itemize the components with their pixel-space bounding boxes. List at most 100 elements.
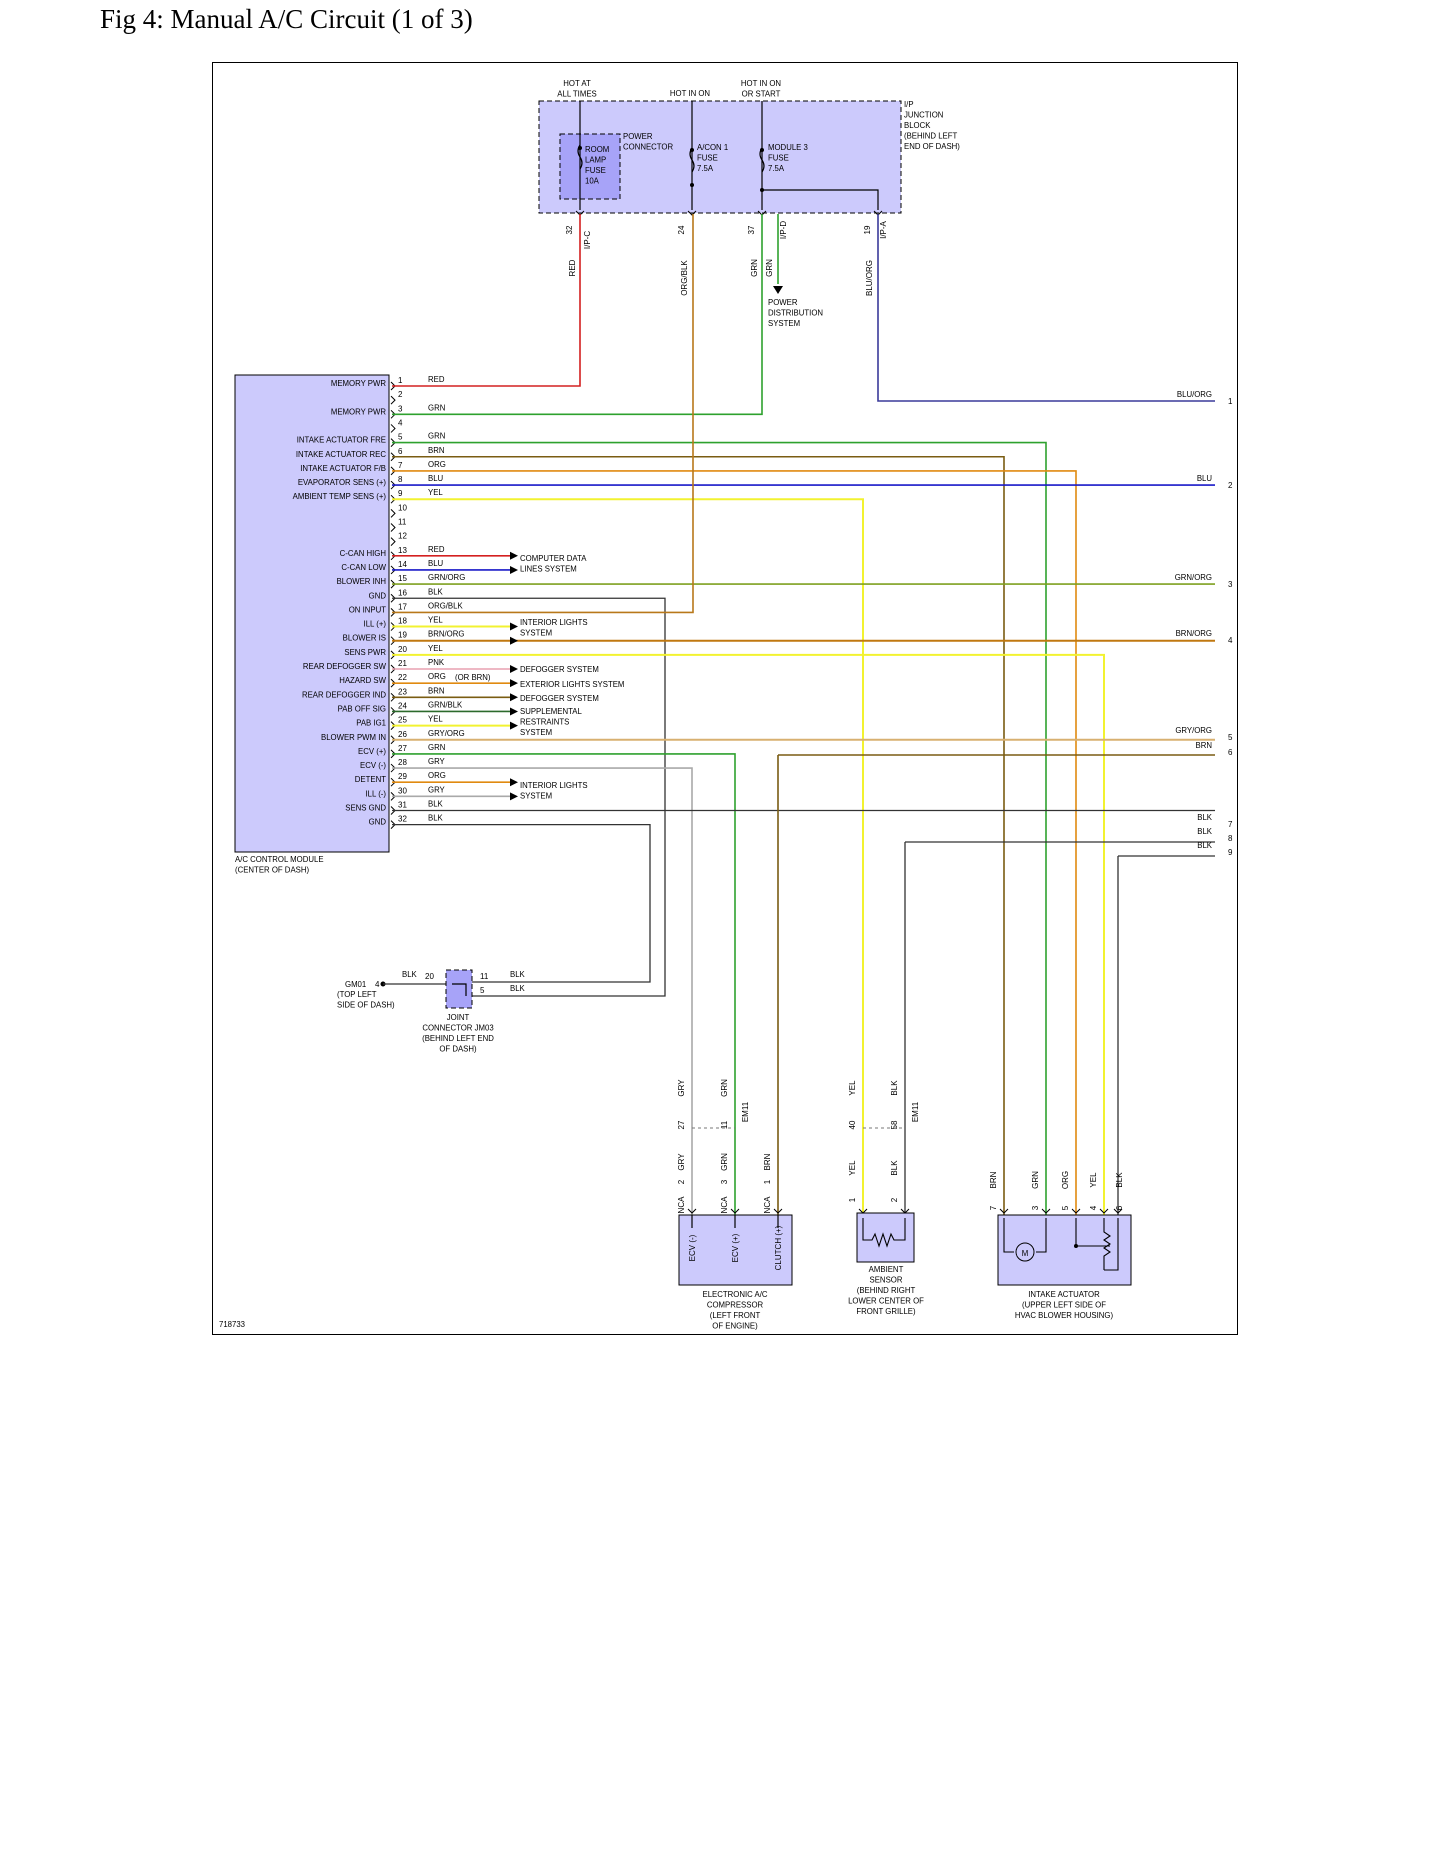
junction-label: END OF DASH) (904, 142, 960, 151)
module-pin-label: PAB IG1 (356, 719, 386, 728)
fuse-label: FUSE (697, 154, 718, 163)
pin-number: 1 (848, 1197, 857, 1202)
wire-label: GRY (677, 1153, 686, 1171)
pin-number: 29 (398, 772, 407, 781)
pin-number: 14 (398, 560, 407, 569)
terminal-label: ECV (-) (688, 1234, 697, 1261)
module-pin-label: ECV (-) (360, 761, 386, 770)
pin-number: 1 (398, 376, 403, 385)
pin-number: 9 (398, 489, 403, 498)
edge-ref-number: 1 (1228, 397, 1233, 406)
module-pin-label: BLOWER IS (343, 634, 386, 643)
module-pin-label: C-CAN HIGH (340, 549, 386, 558)
edge-ref-number: 7 (1228, 820, 1233, 829)
module-pin-label: HAZARD SW (339, 676, 386, 685)
wire-label: PNK (428, 658, 445, 667)
wire-label: BLU (428, 474, 444, 483)
connector-icon (390, 395, 396, 405)
joint-name: CONNECTOR JM03 (422, 1024, 493, 1033)
fuse-symbol-icon (689, 147, 695, 173)
pin-number: 37 (747, 225, 756, 234)
edge-ref-number: 2 (1228, 481, 1233, 490)
pin-number: 23 (398, 687, 407, 696)
room-lamp-fuse (559, 133, 621, 200)
connector-icon (390, 523, 396, 532)
component-name: INTAKE ACTUATOR (1028, 1290, 1100, 1299)
connector-icon (687, 210, 697, 216)
wire-label: RED (428, 545, 445, 554)
arrow-right-icon (510, 679, 518, 688)
wire-label: GRN (428, 743, 445, 752)
connector-icon (390, 537, 396, 547)
pin-number: 25 (398, 716, 407, 725)
wire-label: RED (568, 259, 577, 276)
wire-label: BRN/ORG (428, 630, 464, 639)
arrow-right-icon (510, 665, 518, 673)
connector-icon (390, 424, 396, 433)
pin-number: 10 (398, 503, 407, 512)
ground-name: GM01 (345, 980, 366, 989)
component-name: COMPRESSOR (707, 1301, 764, 1310)
wire-grn (392, 441, 1047, 1215)
wire-label: ORG (428, 771, 446, 780)
ground-name: SIDE OF DASH) (337, 1001, 395, 1010)
wire-yel (392, 498, 864, 1215)
connector-icon (999, 1208, 1009, 1214)
pin-number: 11 (720, 1120, 729, 1129)
module-pin-label: PAB OFF SIG (338, 704, 386, 713)
wire-label: GRN (720, 1153, 729, 1171)
wire-label: BRN (989, 1171, 998, 1188)
wire-label: BLK (428, 814, 444, 823)
connector-icon (730, 1208, 740, 1214)
fuse-label: FUSE (585, 166, 606, 175)
wire-label: BLK (510, 970, 526, 979)
pin-number: 11 (398, 518, 407, 527)
arrow-right-icon (510, 707, 518, 716)
wire-org (392, 470, 1077, 1215)
wire-label: BLU (428, 559, 444, 568)
wire-label: GRY/ORG (1175, 726, 1212, 735)
module-pin-label: INTAKE ACTUATOR F/B (300, 464, 386, 473)
hot-label: HOT IN ON (670, 89, 710, 98)
wire-label: BLU/ORG (865, 260, 874, 296)
ref-label: INTERIOR LIGHTS (520, 781, 588, 790)
wire-label: BLK (1197, 827, 1213, 836)
wire-label: YEL (428, 715, 443, 724)
ref-label: RESTRAINTS (520, 718, 569, 727)
module-pin-label: INTAKE ACTUATOR FRE (297, 436, 386, 445)
ref-label: COMPUTER DATA (520, 554, 587, 563)
page-title: Fig 4: Manual A/C Circuit (1 of 3) (100, 4, 473, 34)
pin-number: 22 (398, 673, 407, 682)
fuse-label: A/CON 1 (697, 143, 728, 152)
connector-id: NCA (677, 1196, 686, 1214)
junction-label: (BEHIND LEFT (904, 132, 958, 141)
hot-label: ALL TIMES (557, 90, 596, 99)
arrow-down-icon (773, 286, 783, 294)
pin-number: 4 (375, 980, 380, 989)
joint-name: OF DASH) (439, 1045, 477, 1054)
wire-label: YEL (428, 488, 443, 497)
fuse-label: ROOM (585, 145, 609, 154)
wire-grn (392, 214, 763, 416)
junction-dot-icon (690, 148, 694, 152)
pin-number: 12 (398, 532, 407, 541)
connector-icon (1071, 1208, 1081, 1214)
pin-number: 7 (989, 1205, 998, 1210)
connector-id: NCA (763, 1196, 772, 1214)
junction-dot-icon (760, 188, 764, 192)
wire-label: YEL (848, 1080, 857, 1096)
module-pin-label: BLOWER PWM IN (321, 733, 386, 742)
module-pin-label: DETENT (355, 775, 386, 784)
feed-line (762, 189, 879, 210)
module-pin-label: C-CAN LOW (341, 563, 386, 572)
wire-label: BLU/ORG (1177, 390, 1212, 399)
junction-label: JUNCTION (904, 111, 943, 120)
component-name: (UPPER LEFT SIDE OF (1022, 1301, 1106, 1310)
module-pin-label: MEMORY PWR (331, 379, 387, 388)
module-pin-label: GND (369, 591, 387, 600)
ref-label: SYSTEM (768, 319, 800, 328)
terminal-label: ECV (+) (731, 1233, 740, 1262)
potentiometer-icon (1103, 1218, 1111, 1270)
module-pin-label: ILL (-) (365, 789, 386, 798)
wire-label: BRN (428, 446, 444, 455)
